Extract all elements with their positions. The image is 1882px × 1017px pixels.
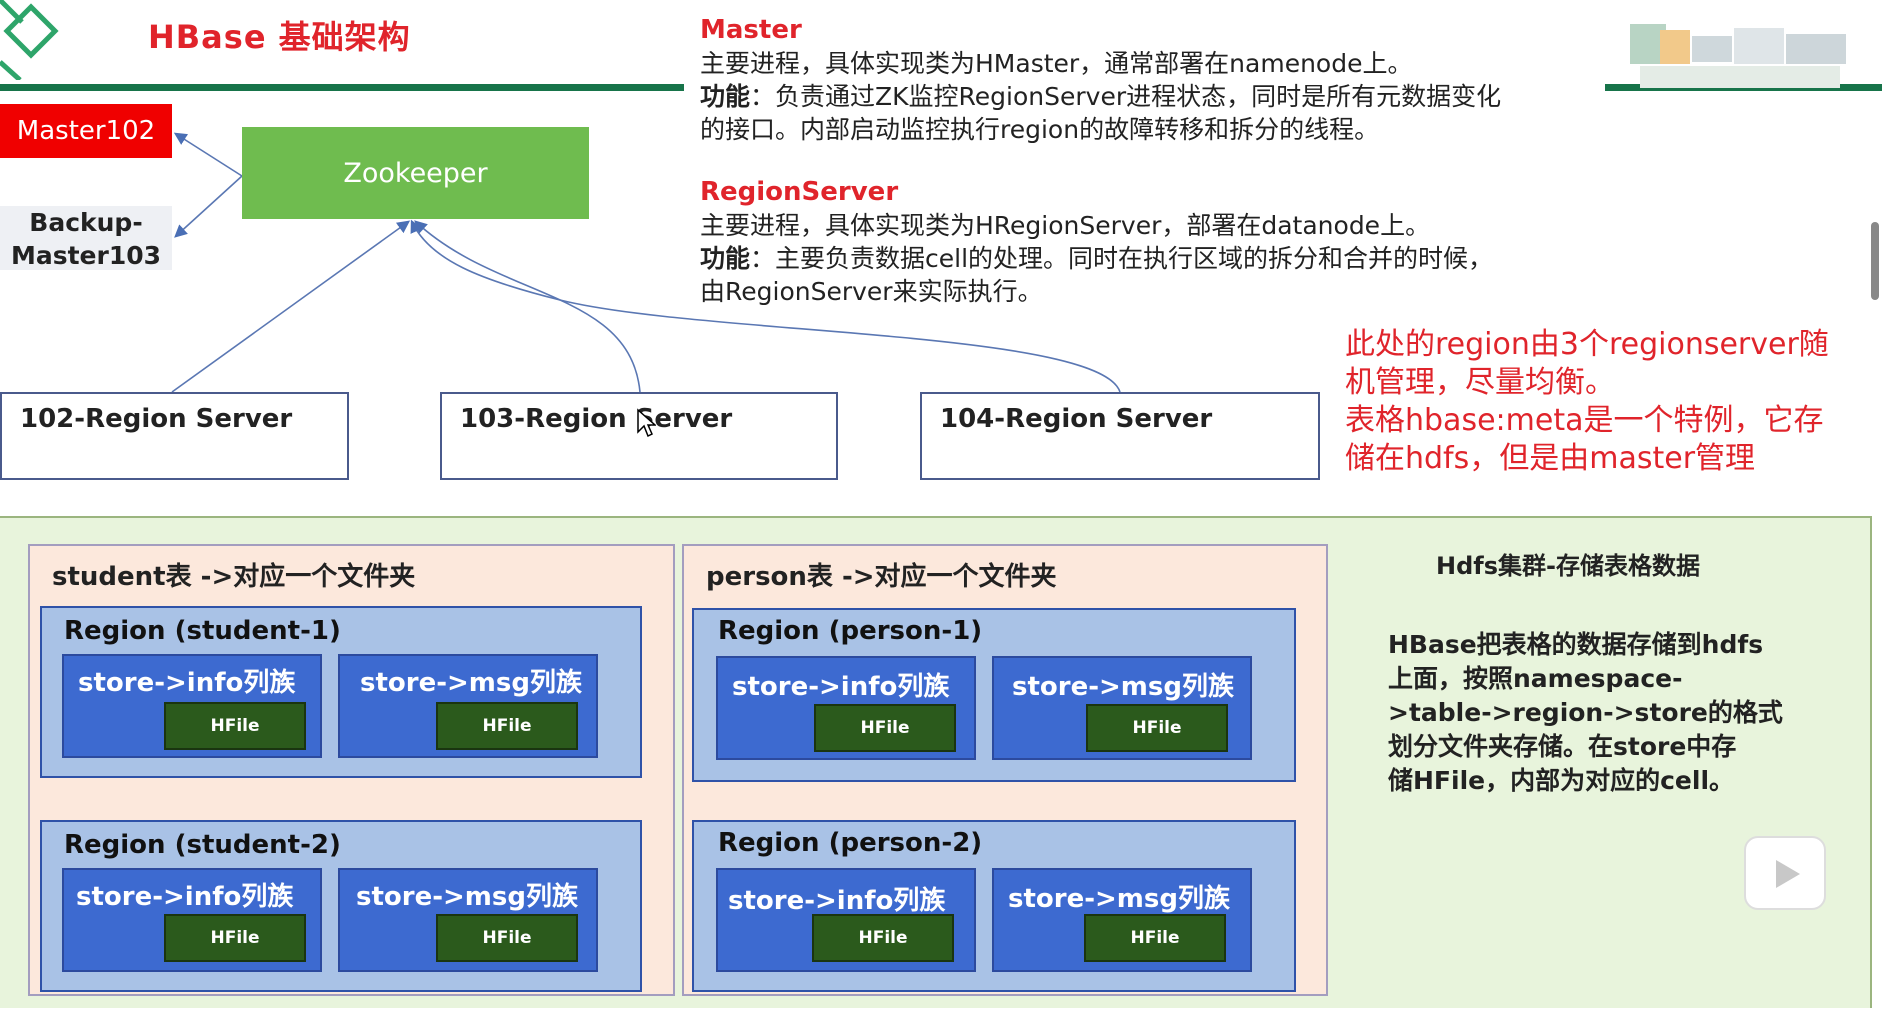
person-table-title: person表 ->对应一个文件夹 bbox=[706, 562, 1057, 592]
store-msg-label: store->msg列族 bbox=[356, 882, 578, 912]
hfile-block: HFile bbox=[164, 702, 306, 750]
master-line-1: 主要进程，具体实现类为HMaster，通常部署在namenode上。 bbox=[700, 49, 1413, 78]
rs104-to-zk-line bbox=[410, 219, 1121, 393]
store-info-label: store->info列族 bbox=[78, 668, 296, 698]
region-student-1: Region (student-1) store->info列族 HFile s… bbox=[40, 606, 642, 778]
master-func-label: 功能 bbox=[700, 82, 751, 111]
regionserver-line-1: 主要进程，具体实现类为HRegionServer，部署在datanode上。 bbox=[700, 211, 1431, 240]
hdfs-line-1: HBase把表格的数据存储到hdfs bbox=[1388, 630, 1764, 659]
hfile-block: HFile bbox=[1084, 914, 1226, 962]
brand-logo-icon bbox=[1630, 24, 1846, 88]
mouse-cursor-icon bbox=[637, 408, 656, 438]
store-msg-label: store->msg列族 bbox=[1008, 884, 1230, 914]
hdfs-title: Hdfs集群-存储表格数据 bbox=[1436, 552, 1700, 580]
note-line-4: 储在hdfs，但是由master管理 bbox=[1345, 441, 1756, 476]
master-line-3: 的接口。内部启动监控执行region的故障转移和拆分的线程。 bbox=[700, 115, 1380, 144]
hdfs-line-2: 上面，按照namespace- bbox=[1388, 664, 1683, 693]
page-title: HBase 基础架构 bbox=[148, 18, 411, 56]
connector-lines bbox=[171, 132, 1121, 393]
hdfs-line-4: 划分文件夹存储。在store中存 bbox=[1388, 732, 1737, 761]
master102-node: Master102 bbox=[0, 104, 172, 158]
hfile-block: HFile bbox=[812, 914, 954, 962]
regionserver-description: RegionServer 主要进程，具体实现类为HRegionServer，部署… bbox=[700, 176, 1493, 308]
rs103-to-zk-line bbox=[414, 220, 641, 393]
hdfs-description: HBase把表格的数据存储到hdfs 上面，按照namespace- >tabl… bbox=[1388, 628, 1788, 798]
region-person-1: Region (person-1) store->info列族 HFile st… bbox=[692, 608, 1296, 782]
rs102-to-zk-line bbox=[171, 220, 411, 393]
regionserver-line-2: 功能：主要负责数据cell的处理。同时在执行区域的拆分和合并的时候， bbox=[700, 242, 1493, 275]
region-person-2-title: Region (person-2) bbox=[718, 828, 983, 858]
regionserver-heading: RegionServer bbox=[700, 177, 899, 207]
note-line-1: 此处的region由3个regionserver随 bbox=[1345, 327, 1829, 362]
hfile-block: HFile bbox=[164, 914, 306, 962]
region-student-2-title: Region (student-2) bbox=[64, 830, 341, 860]
backup-label-2: Master103 bbox=[10, 241, 162, 270]
person-table-panel: person表 ->对应一个文件夹 Region (person-1) stor… bbox=[682, 544, 1328, 996]
zk-to-master-line bbox=[173, 132, 243, 177]
store-msg-label: store->msg列族 bbox=[360, 668, 582, 698]
regionserver-func-text: ：主要负责数据cell的处理。同时在执行区域的拆分和合并的时候， bbox=[750, 244, 1494, 273]
zk-to-backup-line bbox=[174, 175, 243, 238]
region-student-1-title: Region (student-1) bbox=[64, 616, 341, 646]
store-info-label: store->info列族 bbox=[728, 886, 946, 916]
note-line-3: 表格hbase:meta是一个特例，它存 bbox=[1345, 403, 1824, 438]
store-info-label: store->info列族 bbox=[732, 672, 950, 702]
note-line-2: 机管理，尽量均衡。 bbox=[1345, 365, 1615, 400]
region-server-104: 104-Region Server bbox=[920, 392, 1320, 480]
master-func-text: ：负责通过ZK监控RegionServer进程状态，同时是所有元数据变化 bbox=[750, 82, 1502, 111]
header-divider bbox=[0, 84, 684, 91]
play-button[interactable] bbox=[1744, 836, 1826, 910]
hfile-block: HFile bbox=[814, 704, 956, 752]
region-person-1-title: Region (person-1) bbox=[718, 616, 983, 646]
region-server-102: 102-Region Server bbox=[0, 392, 349, 480]
store-msg-student-2: store->msg列族 HFile bbox=[338, 868, 598, 972]
regionserver-func-label: 功能 bbox=[700, 244, 751, 273]
student-table-title: student表 ->对应一个文件夹 bbox=[52, 562, 416, 592]
hdfs-line-3: >table->region->store的格式 bbox=[1388, 698, 1783, 727]
store-msg-person-1: store->msg列族 HFile bbox=[992, 656, 1252, 760]
hfile-block: HFile bbox=[1086, 704, 1228, 752]
master-description: Master 主要进程，具体实现类为HMaster，通常部署在namenode上… bbox=[700, 14, 1501, 146]
store-info-person-2: store->info列族 HFile bbox=[716, 868, 976, 972]
store-info-student-2: store->info列族 HFile bbox=[62, 868, 322, 972]
backup-label-1: Backup- bbox=[29, 208, 143, 237]
hdfs-line-5: 储HFile，内部为对应的cell。 bbox=[1388, 766, 1735, 795]
store-msg-student-1: store->msg列族 HFile bbox=[338, 654, 598, 758]
scrollbar-handle[interactable] bbox=[1871, 222, 1879, 300]
store-info-student-1: store->info列族 HFile bbox=[62, 654, 322, 758]
region-note: 此处的region由3个regionserver随 机管理，尽量均衡。 表格hb… bbox=[1345, 326, 1845, 478]
hfile-block: HFile bbox=[436, 702, 578, 750]
store-msg-person-2: store->msg列族 HFile bbox=[992, 868, 1252, 972]
store-info-label: store->info列族 bbox=[76, 882, 294, 912]
student-table-panel: student表 ->对应一个文件夹 Region (student-1) st… bbox=[28, 544, 675, 996]
master-line-2: 功能：负责通过ZK监控RegionServer进程状态，同时是所有元数据变化 bbox=[700, 80, 1501, 113]
store-info-person-1: store->info列族 HFile bbox=[716, 656, 976, 760]
region-student-2: Region (student-2) store->info列族 HFile s… bbox=[40, 820, 642, 992]
master-heading: Master bbox=[700, 15, 802, 45]
regionserver-line-3: 由RegionServer来实际执行。 bbox=[700, 277, 1043, 306]
region-server-103: 103-Region Server bbox=[440, 392, 838, 480]
hfile-block: HFile bbox=[436, 914, 578, 962]
zookeeper-node: Zookeeper bbox=[242, 127, 589, 219]
region-person-2: Region (person-2) store->info列族 HFile st… bbox=[692, 820, 1296, 992]
play-icon bbox=[1776, 860, 1800, 888]
logo-icon bbox=[0, 0, 59, 80]
store-msg-label: store->msg列族 bbox=[1012, 672, 1234, 702]
backup-master-node: Backup- Master103 bbox=[0, 206, 172, 270]
